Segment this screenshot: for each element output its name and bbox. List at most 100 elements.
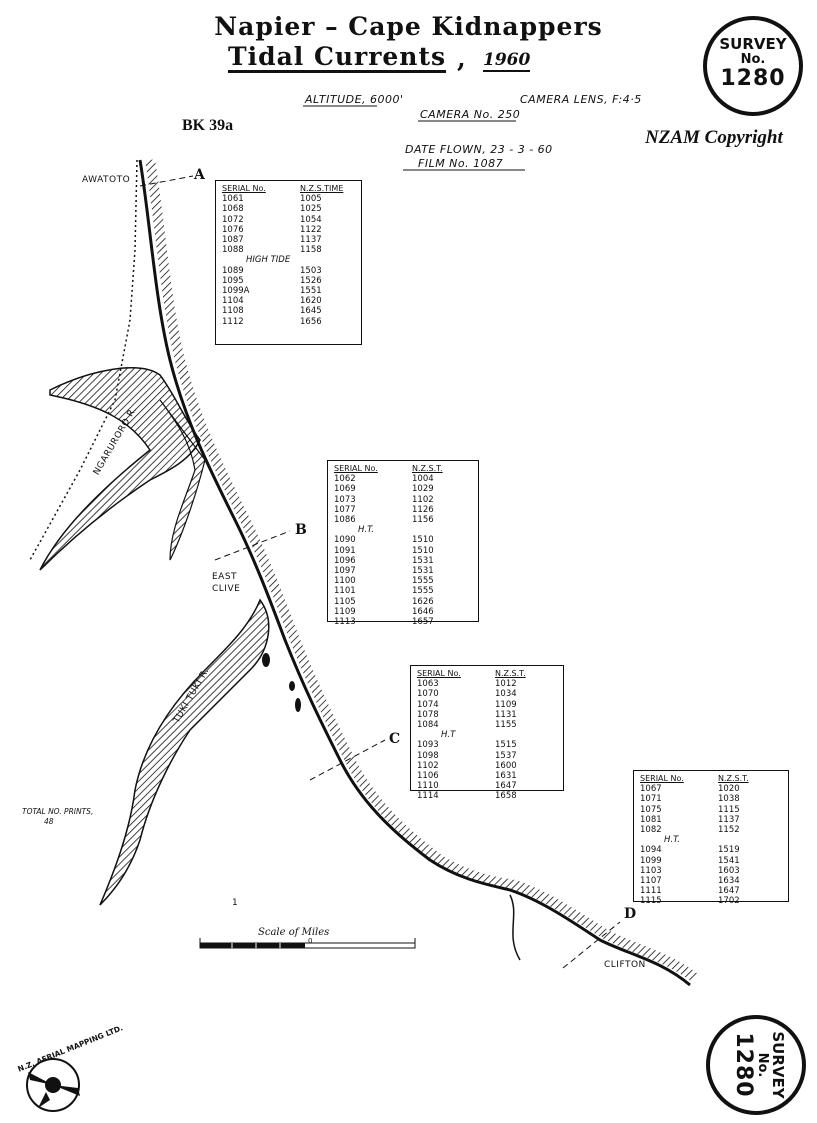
time-cell: 1115	[718, 804, 740, 815]
section-c-label: C	[389, 731, 401, 747]
time-cell: 1158	[300, 245, 322, 256]
time-cell: 1155	[495, 720, 517, 731]
table-row: 1081 1137	[634, 815, 788, 825]
serial-cell: 1073	[334, 494, 356, 505]
time-cell: 1137	[718, 814, 740, 825]
survey-seal-top: SURVEY No. 1280	[703, 16, 803, 116]
serial-cell: 1095	[222, 275, 244, 286]
serial-cell: 1091	[334, 545, 356, 556]
serial-cell: 1081	[640, 814, 662, 825]
serial-cell: 1070	[417, 689, 439, 700]
seal-word: SURVEY	[719, 35, 787, 53]
serial-cell: SERIAL No.	[417, 669, 461, 678]
time-cell: 1531	[412, 566, 434, 577]
time-cell: 1131	[495, 709, 517, 720]
seal-number: 1280	[731, 1032, 756, 1098]
high-tide-note: H.T.	[358, 525, 374, 536]
section-a-line	[139, 175, 194, 187]
serial-cell: 1096	[334, 555, 356, 566]
time-cell: 1526	[300, 275, 322, 286]
time-cell: 1620	[300, 296, 322, 307]
serial-cell: 1106	[417, 771, 439, 782]
total-prints-value: 48	[44, 817, 54, 826]
time-cell: 1645	[300, 306, 322, 317]
section-d-label: D	[624, 906, 637, 922]
serial-cell: SERIAL No.	[222, 184, 266, 193]
scale-tick-0: 0	[308, 937, 313, 945]
time-cell: 1025	[300, 204, 322, 215]
camera-number: CAMERA No. 250	[420, 108, 521, 121]
serial-cell: 1099	[640, 855, 662, 866]
place-clifton: CLIFTON	[604, 960, 646, 970]
railway-line	[29, 159, 138, 561]
serial-cell: 1089	[222, 265, 244, 276]
serial-cell: 1097	[334, 566, 356, 577]
seal-number: 1280	[720, 66, 786, 91]
camera-lens: CAMERA LENS, F:4·5	[520, 93, 642, 106]
scale-tick-1: 1	[232, 898, 239, 908]
seal-word: SURVEY	[769, 1031, 787, 1099]
time-cell: 1054	[300, 214, 322, 225]
map-title: Napier – Cape Kidnappers	[214, 12, 603, 41]
coastline	[138, 159, 691, 987]
time-cell: 1510	[412, 535, 434, 546]
seal-no: No.	[740, 52, 766, 67]
time-cell: 1647	[718, 886, 740, 897]
film-number: FILM No. 1087	[418, 157, 504, 170]
serial-cell: 1098	[417, 750, 439, 761]
serial-cell: 1071	[640, 794, 662, 805]
scale-label: Scale of Miles	[258, 927, 330, 938]
serial-cell: 1067	[640, 784, 662, 795]
serial-cell: 1086	[334, 515, 356, 526]
time-cell: 1102	[412, 494, 434, 505]
serial-cell: 1090	[334, 535, 356, 546]
time-cell: 1004	[412, 474, 434, 485]
serial-cell: 1110	[417, 781, 439, 792]
time-cell: 1152	[718, 825, 740, 836]
time-cell: 1656	[300, 316, 322, 327]
section-b-label: B	[295, 522, 307, 538]
total-prints-label: TOTAL NO. PRINTS,	[22, 807, 94, 816]
map-subtitle: Tidal Currents	[228, 42, 447, 73]
sheet-reference: BK 39a	[182, 117, 234, 134]
serial-cell: 1105	[334, 596, 356, 607]
serial-cell: 1094	[640, 845, 662, 856]
time-cell: N.Z.S.T.	[495, 669, 526, 678]
tukituki-river	[99, 598, 270, 906]
date-flown: DATE FLOWN, 23 - 3 - 60	[405, 143, 553, 156]
time-cell: 1126	[412, 504, 434, 515]
high-tide-note: HIGH TIDE	[246, 255, 291, 266]
serial-cell: 1093	[417, 740, 439, 751]
time-cell: 1012	[495, 679, 517, 690]
serial-cell: 1074	[417, 699, 439, 710]
time-cell: N.Z.S.TIME	[300, 184, 344, 193]
serial-cell: 1101	[334, 586, 356, 597]
serial-cell: 1103	[640, 865, 662, 876]
